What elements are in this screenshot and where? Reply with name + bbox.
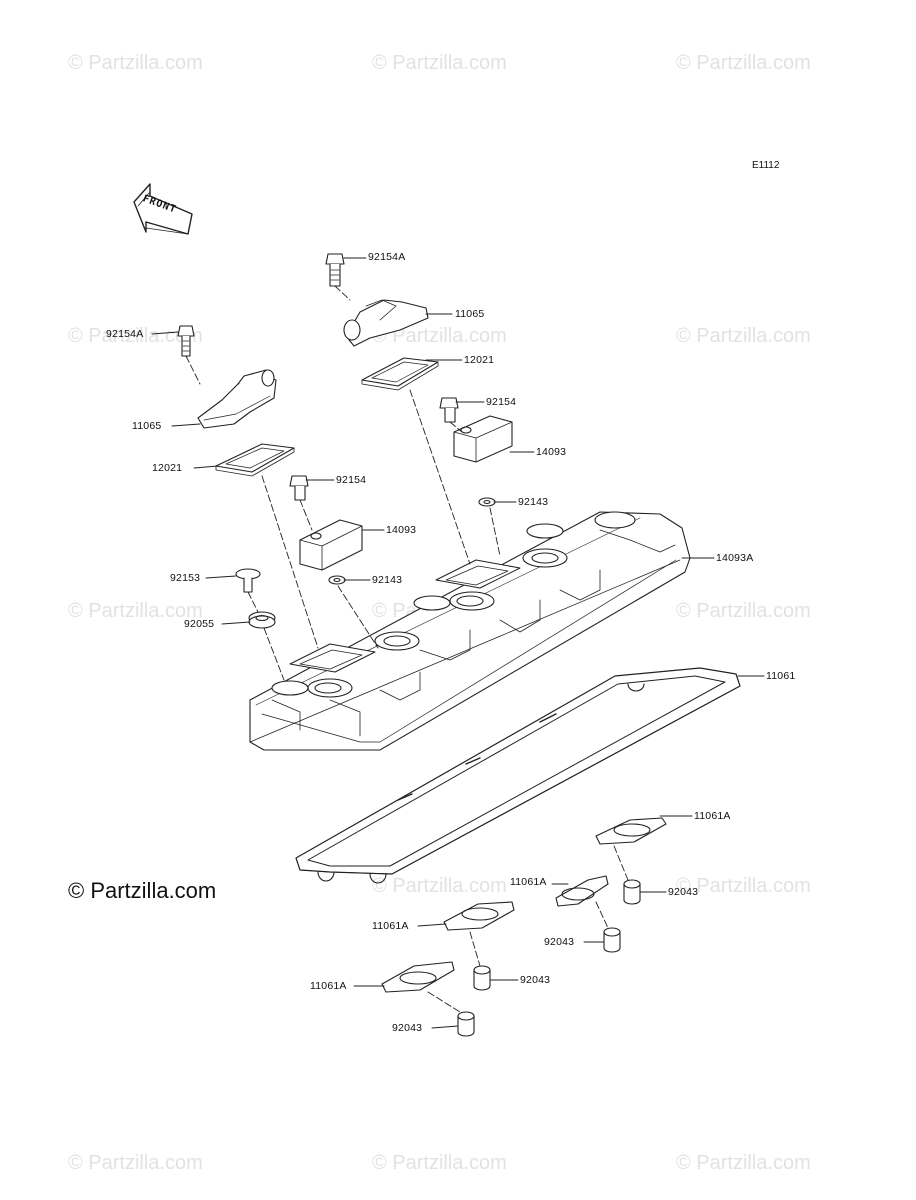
gasket-12021-left — [215, 443, 295, 477]
part-label-11065-top[interactable]: 11065 — [455, 308, 485, 320]
part-label-92043-4[interactable]: 92043 — [392, 1022, 423, 1034]
watermark: © Partzilla.com — [676, 325, 811, 347]
ignition-coil-cap-top — [343, 299, 429, 347]
head-cover-gasket — [295, 667, 741, 884]
part-label-92143-right[interactable]: 92143 — [518, 496, 549, 508]
collar-92043-2 — [603, 927, 621, 953]
part-label-92154-right[interactable]: 92154 — [486, 396, 517, 408]
watermark: © Partzilla.com — [68, 52, 203, 74]
part-label-11061[interactable]: 11061 — [766, 670, 796, 682]
watermark: © Partzilla.com — [676, 600, 811, 622]
collar-92043-3 — [473, 965, 491, 991]
part-label-11065-left[interactable]: 11065 — [132, 420, 162, 432]
part-label-11061A-3[interactable]: 11061A — [372, 920, 409, 932]
watermark: © Partzilla.com — [676, 875, 811, 897]
part-label-14093A[interactable]: 14093A — [716, 552, 754, 564]
bolt-92154A-top — [325, 253, 345, 287]
watermark: © Partzilla.com — [372, 875, 507, 897]
part-label-92143-left[interactable]: 92143 — [372, 574, 403, 586]
copyright-notice: © Partzilla.com — [68, 878, 217, 903]
collar-92043-1 — [623, 879, 641, 905]
leader-lines — [151, 257, 765, 1029]
watermark: © Partzilla.com — [372, 325, 507, 347]
gasket-12021-top — [361, 357, 439, 391]
bolt-92154A-left — [177, 325, 195, 357]
cylinder-head-cover — [249, 511, 691, 751]
bolt-92153 — [235, 568, 261, 593]
part-label-12021-top[interactable]: 12021 — [464, 354, 495, 366]
watermark: © Partzilla.com — [68, 600, 203, 622]
part-label-92043-2[interactable]: 92043 — [544, 936, 575, 948]
bolt-92154-right — [439, 397, 459, 423]
part-label-92154A-left[interactable]: 92154A — [106, 328, 144, 340]
diagram-ref-code: E1112 — [752, 160, 780, 171]
part-label-14093-left[interactable]: 14093 — [386, 524, 417, 536]
bracket-14093-right — [453, 415, 513, 463]
part-label-11061A-2[interactable]: 11061A — [510, 876, 547, 888]
watermark: © Partzilla.com — [68, 325, 203, 347]
part-label-11061A-4[interactable]: 11061A — [310, 980, 347, 992]
washer-92143-right — [478, 497, 496, 507]
bracket-14093-left — [299, 519, 363, 571]
watermark: © Partzilla.com — [676, 1152, 811, 1174]
collar-92043-4 — [457, 1011, 475, 1037]
part-label-92153[interactable]: 92153 — [170, 572, 201, 584]
part-label-92154A-top[interactable]: 92154A — [368, 251, 406, 263]
part-label-92154-left[interactable]: 92154 — [336, 474, 367, 486]
part-label-92043-3[interactable]: 92043 — [520, 974, 551, 986]
part-label-11061A-1[interactable]: 11061A — [694, 810, 731, 822]
front-arrow-icon — [133, 183, 193, 235]
bolt-92154-left — [289, 475, 309, 501]
grommet-92055 — [248, 611, 276, 629]
seal-11061A-4 — [381, 961, 455, 993]
part-label-92055[interactable]: 92055 — [184, 618, 215, 630]
washer-92143-left — [328, 575, 346, 585]
part-label-92043-1[interactable]: 92043 — [668, 886, 699, 898]
seal-11061A-3 — [443, 901, 515, 931]
part-label-12021-left[interactable]: 12021 — [152, 462, 183, 474]
seal-11061A-2 — [555, 875, 609, 907]
watermark: © Partzilla.com — [68, 1152, 203, 1174]
watermark: © Partzilla.com — [676, 52, 811, 74]
watermark: © Partzilla.com — [372, 1152, 507, 1174]
watermark: © Partzilla.com — [372, 52, 507, 74]
seal-11061A-1 — [595, 817, 667, 845]
part-label-14093-right[interactable]: 14093 — [536, 446, 567, 458]
ignition-coil-cap-left — [197, 369, 277, 429]
